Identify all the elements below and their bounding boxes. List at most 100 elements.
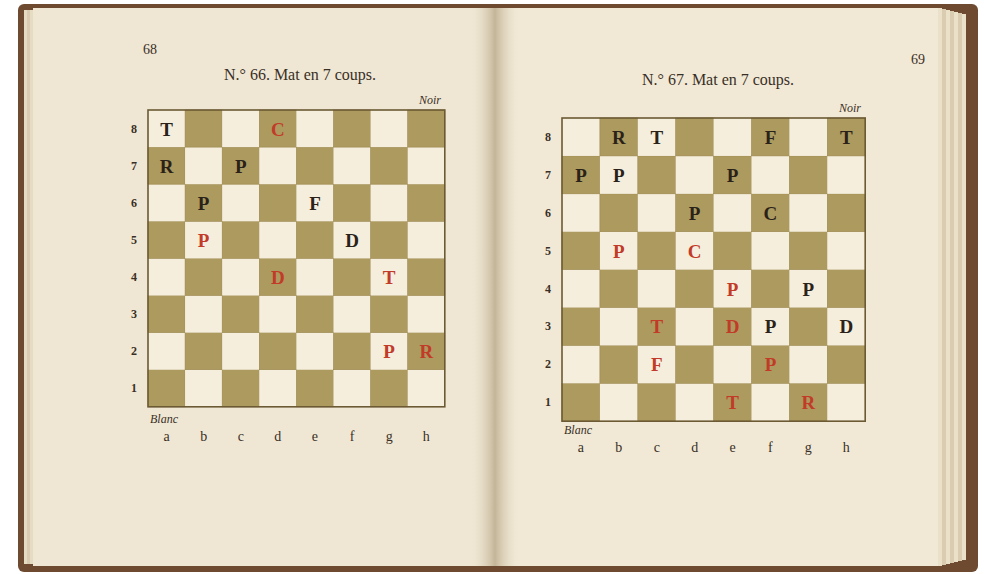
board-square	[827, 156, 865, 194]
board-square	[600, 308, 638, 346]
chess-piece: P	[613, 241, 625, 260]
board-square	[714, 118, 752, 156]
board-square	[148, 147, 185, 184]
board-square	[789, 194, 827, 232]
board-square	[638, 345, 676, 383]
board-square	[638, 270, 676, 308]
board-square	[638, 308, 676, 346]
board-square	[600, 118, 638, 156]
board-square	[714, 194, 752, 232]
chess-board	[148, 110, 445, 407]
board-square	[827, 308, 865, 346]
board-square	[334, 296, 371, 333]
board-square	[752, 383, 790, 421]
file-letter: e	[729, 441, 735, 455]
board-square	[827, 118, 865, 156]
chess-piece: P	[575, 165, 587, 184]
file-letter: c	[654, 441, 660, 455]
chess-piece: P	[765, 355, 777, 374]
board-square	[676, 345, 714, 383]
board-square	[752, 345, 790, 383]
board-square	[638, 383, 676, 421]
board-square	[371, 258, 408, 295]
page-edge	[30, 10, 33, 564]
board-square	[562, 270, 600, 308]
board-square	[408, 258, 445, 295]
rank-number: 1	[131, 382, 137, 394]
board-square	[562, 383, 600, 421]
board-square	[638, 156, 676, 194]
board-square	[148, 184, 185, 221]
board-square	[334, 110, 371, 147]
board-square	[714, 345, 752, 383]
board-square	[185, 110, 222, 147]
board-square	[827, 383, 865, 421]
board-square	[676, 118, 714, 156]
side-label: Blanc	[564, 424, 592, 436]
board-square	[259, 370, 296, 407]
chess-piece: R	[612, 127, 626, 146]
board-square	[296, 184, 333, 221]
board-border	[562, 118, 865, 421]
chess-piece: D	[726, 317, 740, 336]
board-square	[185, 333, 222, 370]
file-letter: c	[238, 430, 244, 444]
board-square	[222, 296, 259, 333]
board-square	[222, 147, 259, 184]
file-letter: f	[768, 441, 773, 455]
board-square	[259, 333, 296, 370]
chess-piece: F	[309, 193, 321, 212]
chess-piece: F	[765, 127, 777, 146]
board-square	[222, 333, 259, 370]
board-square	[334, 370, 371, 407]
rank-number: 3	[545, 320, 551, 332]
board-square	[714, 270, 752, 308]
chess-piece: D	[345, 230, 359, 249]
board-square	[827, 194, 865, 232]
page-edge	[938, 8, 942, 566]
board-square	[334, 258, 371, 295]
board-square	[296, 221, 333, 258]
chess-piece: R	[801, 393, 815, 412]
board-square	[752, 156, 790, 194]
rank-number: 7	[131, 160, 137, 172]
file-letter: e	[312, 430, 318, 444]
page-number: 68	[143, 43, 157, 57]
file-letter: a	[578, 441, 584, 455]
board-square	[371, 147, 408, 184]
board-square	[752, 270, 790, 308]
board-square	[259, 221, 296, 258]
board-square	[562, 232, 600, 270]
board-square	[296, 370, 333, 407]
file-letter: g	[805, 441, 812, 455]
rank-number: 2	[131, 345, 137, 357]
rank-number: 7	[545, 169, 551, 181]
rank-number: 3	[131, 308, 137, 320]
board-square	[752, 194, 790, 232]
board-square	[334, 221, 371, 258]
file-letter: a	[163, 430, 169, 444]
board-square	[789, 232, 827, 270]
file-letter: b	[615, 441, 622, 455]
page-number: 69	[911, 53, 925, 67]
chess-piece: T	[840, 127, 853, 146]
board-square	[408, 147, 445, 184]
board-square	[562, 345, 600, 383]
board-square	[600, 383, 638, 421]
board-square	[148, 296, 185, 333]
board-square	[408, 184, 445, 221]
board-square	[148, 110, 185, 147]
board-square	[752, 232, 790, 270]
file-letter: h	[423, 430, 430, 444]
file-letter: h	[843, 441, 850, 455]
board-square	[789, 308, 827, 346]
book-cover	[18, 4, 978, 572]
board-square	[222, 221, 259, 258]
board-square	[676, 194, 714, 232]
board-square	[334, 184, 371, 221]
board-square	[259, 184, 296, 221]
file-letter: d	[691, 441, 698, 455]
board-square	[371, 221, 408, 258]
